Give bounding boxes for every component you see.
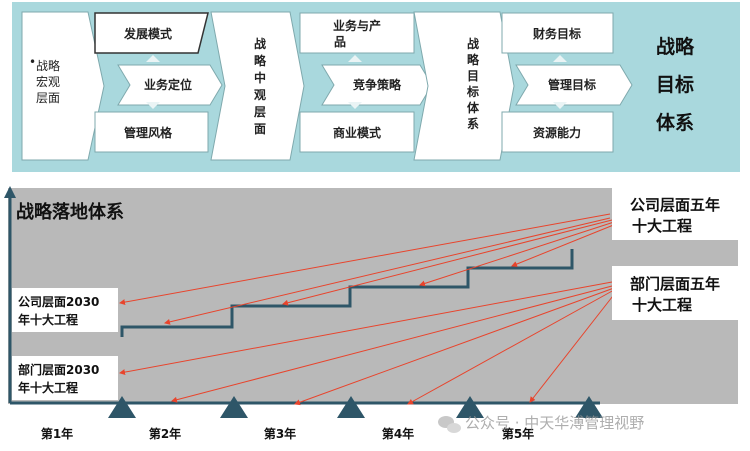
- pointer-arrow: [119, 281, 613, 376]
- resource-box: [501, 111, 614, 153]
- col3-char: 层: [254, 105, 266, 119]
- wechat-icon: [438, 416, 461, 433]
- col3-char: 面: [254, 122, 266, 136]
- year-marker-icon: [575, 396, 603, 418]
- pointer-arrow: [171, 285, 613, 403]
- biz-position-label: 业务定位: [144, 77, 192, 92]
- col3-char: 略: [254, 53, 267, 68]
- col5-char: 体: [467, 100, 480, 115]
- dev-mode-box: [94, 12, 209, 54]
- arrow-down-icon: [348, 102, 362, 109]
- pointer-arrow: [164, 217, 611, 325]
- competition-label: 竞争策略: [353, 77, 402, 92]
- year-label: 第2年: [149, 426, 181, 441]
- col3-char: 战: [254, 36, 266, 51]
- year-marker-icon: [220, 396, 248, 418]
- company-2030-label: 年十大工程: [18, 312, 78, 327]
- dept-callout: 十大工程: [632, 296, 692, 314]
- arrow-up-icon: [348, 55, 362, 62]
- col5-char: 标: [466, 84, 479, 99]
- dept-2030-label-box: [12, 356, 118, 400]
- business-model-box: [299, 111, 415, 153]
- pointer-arrow: [529, 291, 617, 403]
- year-label: 第1年: [41, 426, 73, 441]
- landing-title: 战略落地体系: [16, 201, 124, 223]
- col3-char: 中: [254, 70, 266, 85]
- arrow-up-icon: [146, 55, 160, 62]
- watermark-text: 公众号 · 中天华溥管理视野: [465, 414, 644, 432]
- year-marker-icon: [337, 396, 365, 418]
- strategy-system-panel: • 战略 宏观 层面 发展模式 业务定位 管理风格 战 略 中 观 层 面 业务…: [12, 2, 740, 172]
- arrow-up-icon: [553, 55, 567, 62]
- biz-product-label-2: 品: [334, 35, 346, 49]
- col3-char: 观: [254, 88, 266, 102]
- year-marker-icon: [108, 396, 136, 418]
- mgmt-goal-label: 管理目标: [548, 77, 596, 92]
- year-label: 第5年: [502, 426, 534, 441]
- finance-goal-box: [501, 12, 614, 54]
- pointer-arrow: [282, 219, 613, 306]
- company-callout: 十大工程: [632, 217, 692, 235]
- pointer-arrow: [419, 221, 615, 287]
- pointer-arrow: [511, 223, 617, 267]
- col5-char: 系: [467, 116, 479, 131]
- dev-mode-label: 发展模式: [123, 26, 172, 41]
- resource-label: 资源能力: [533, 125, 581, 140]
- col5-char: 战: [467, 36, 479, 51]
- year-label: 第3年: [264, 426, 296, 441]
- step-progress-line: [120, 249, 574, 337]
- year-marker-icon: [456, 396, 484, 418]
- bullet-mark: •: [29, 55, 36, 69]
- company-2030-label: 公司层面2030: [18, 295, 99, 309]
- dept-2030-label: 年十大工程: [18, 380, 78, 395]
- biz-position-chevron: [117, 64, 223, 106]
- mgmt-style-label: 管理风格: [124, 125, 173, 140]
- biz-product-box: [299, 12, 415, 54]
- company-callout: 公司层面五年: [630, 196, 720, 214]
- col5-char: 目: [467, 69, 479, 83]
- strategy-goal-system-chevron: [413, 11, 515, 161]
- col5-char: 略: [467, 52, 480, 67]
- mgmt-style-box: [94, 111, 209, 153]
- year-label: 第4年: [382, 426, 414, 441]
- mgmt-goal-chevron: [515, 64, 633, 106]
- business-model-label: 商业模式: [333, 125, 381, 140]
- arrow-down-icon: [553, 102, 567, 109]
- goal-system-title-line: 体系: [656, 111, 694, 134]
- pointer-arrow: [294, 287, 615, 406]
- goal-system-title-line: 战略: [656, 35, 695, 58]
- dept-2030-label: 部门层面2030: [18, 362, 99, 377]
- pointer-arrow: [407, 289, 615, 405]
- strategy-meso-chevron: [210, 11, 305, 161]
- biz-product-label: 业务与产: [333, 18, 381, 33]
- arrow-down-icon: [146, 102, 160, 109]
- company-2030-label-box: [12, 288, 118, 332]
- pointer-arrow: [119, 213, 611, 306]
- col1-line: 宏观: [36, 74, 60, 89]
- dept-callout-box: [612, 266, 738, 320]
- competition-chevron: [321, 64, 433, 106]
- company-callout-box: [612, 188, 738, 240]
- axis-arrow-icon: [4, 186, 16, 198]
- goal-system-title-line: 目标: [656, 74, 694, 96]
- strategy-landing-panel: 战略落地体系 公司层面2030 年十大工程 部门层面2030 年十大工程 公司层…: [4, 186, 738, 441]
- col1-line: 层面: [36, 91, 60, 105]
- dept-callout: 部门层面五年: [630, 275, 720, 293]
- strategy-macro-chevron: [21, 11, 105, 161]
- col1-line: 战略: [36, 58, 60, 73]
- finance-goal-label: 财务目标: [532, 26, 581, 41]
